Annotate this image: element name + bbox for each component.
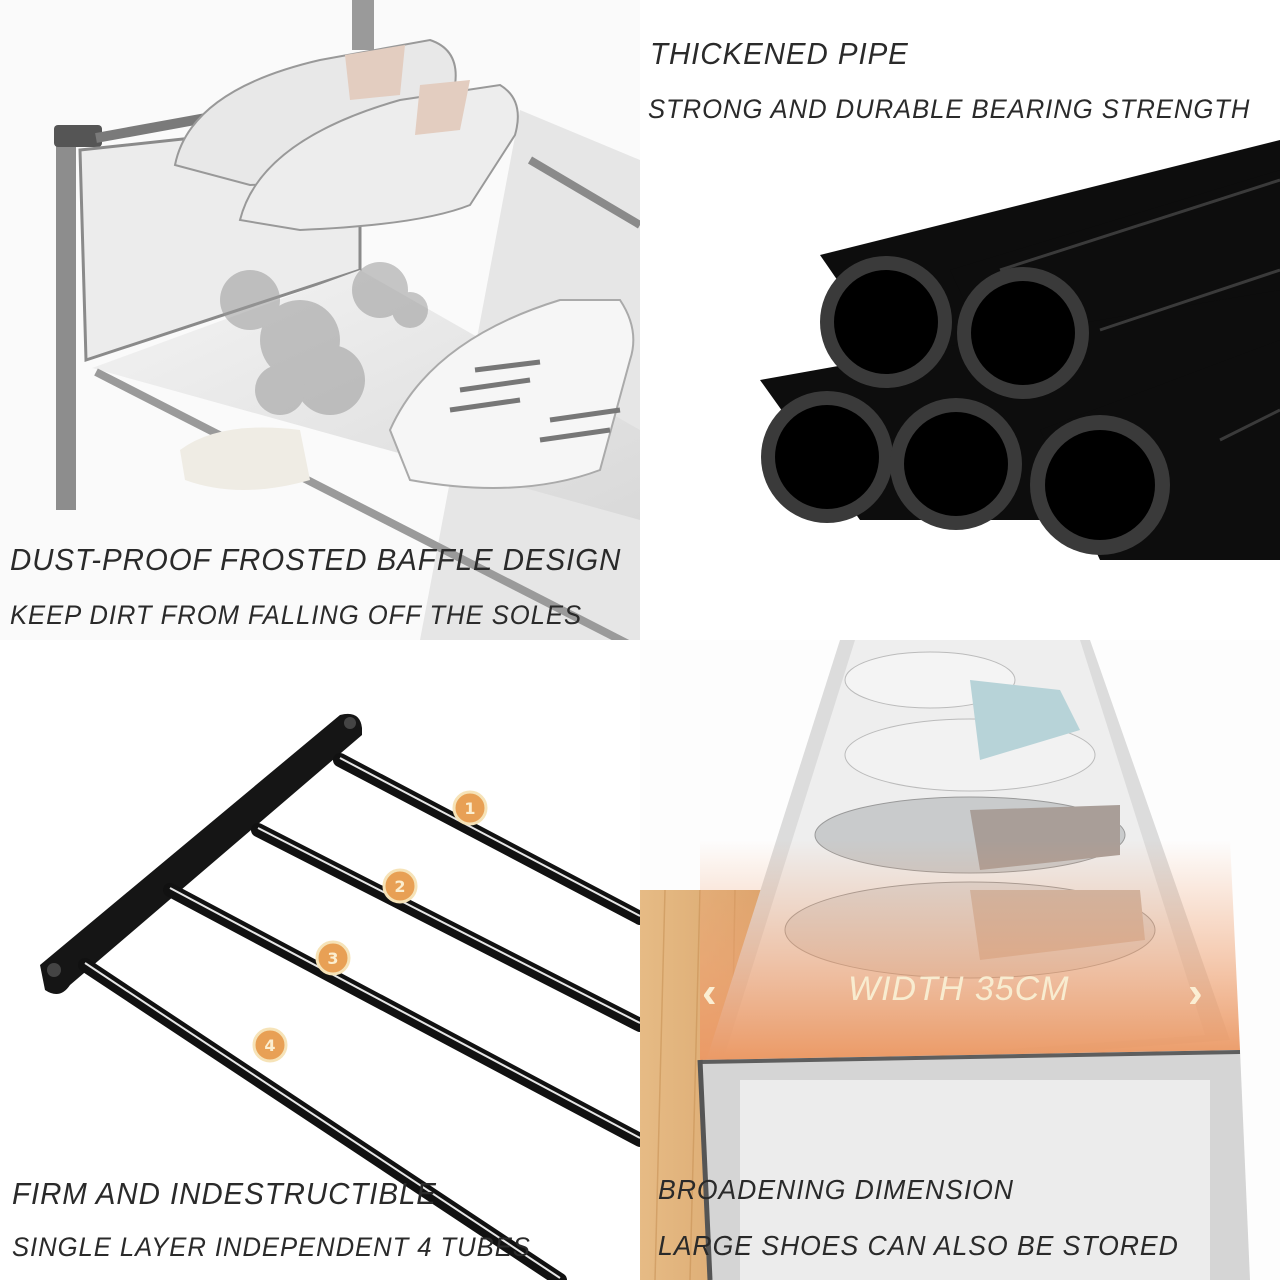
panel-subtitle: LARGE SHOES CAN ALSO BE STORED: [658, 1230, 1179, 1261]
loafers-top: [173, 38, 519, 232]
panel-subtitle: STRONG AND DURABLE BEARING STRENGTH: [648, 94, 1251, 124]
pipe-end: [761, 256, 1170, 555]
badge-label: 2: [394, 877, 405, 896]
panel-title: DUST-PROOF FROSTED BAFFLE DESIGN: [10, 542, 622, 577]
tube-badge-4: [252, 1027, 288, 1063]
arrow-right-icon: ›: [1188, 968, 1203, 1017]
width-dimension-label: WIDTH 35CM: [848, 970, 1070, 1008]
panel-subtitle: KEEP DIRT FROM FALLING OFF THE SOLES: [10, 600, 583, 630]
tube-badge-2: [382, 868, 418, 904]
arrow-left-icon: ‹: [702, 968, 717, 1017]
panel-dust-proof: DUST-PROOF FROSTED BAFFLE DESIGN KEEP DI…: [0, 0, 640, 640]
panel-subtitle: SINGLE LAYER INDEPENDENT 4 TUBES: [12, 1232, 531, 1262]
panel-title: BROADENING DIMENSION: [658, 1174, 1014, 1205]
shelf-frame-image: 1 2 3 4: [40, 713, 640, 1280]
shoe-rack-dust-illustration: [0, 0, 640, 640]
badge-label: 1: [464, 799, 475, 818]
shoe-rack-width-image: [640, 640, 1280, 1280]
panel-thickened-pipe: THICKENED PIPE STRONG AND DURABLE BEARIN…: [640, 0, 1280, 640]
badge-label: 4: [264, 1036, 275, 1055]
tube-badge-3: [315, 940, 351, 976]
badge-label: 3: [327, 949, 338, 968]
panel-four-tubes: 1 2 3 4 FIRM AND INDESTRUCTIBLE SINGLE L…: [0, 640, 640, 1280]
panel-title: FIRM AND INDESTRUCTIBLE: [12, 1176, 437, 1211]
tube-badge-1: [452, 790, 488, 826]
panel-broadening-dimension: ‹ › WIDTH 35CM BROADENING DIMENSION LARG…: [640, 640, 1280, 1280]
sneakers-lower: [180, 299, 635, 490]
stacked-pipes-image: [760, 140, 1280, 560]
panel-title: THICKENED PIPE: [650, 36, 909, 71]
